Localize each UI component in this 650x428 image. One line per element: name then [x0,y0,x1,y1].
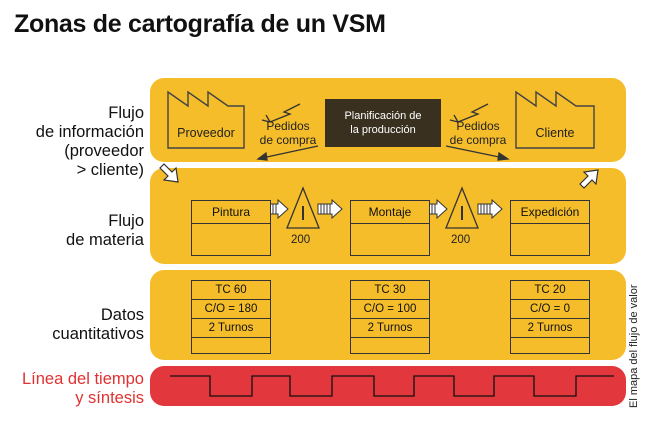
push-arrow-icon [477,198,503,220]
orders-left-label: Pedidos de compra [252,119,324,147]
label-line: cuantitativos [52,325,144,343]
orders-line: Pedidos [266,119,310,133]
data-cell: C/O = 100 [351,300,429,319]
data-cell: TC 20 [511,281,589,300]
data-box: TC 30 C/O = 100 2 Turnos [350,280,430,354]
data-cell: 2 Turnos [192,319,270,338]
data-cell: C/O = 0 [511,300,589,319]
label-line: Línea del tiempo [21,370,144,388]
label-line: y síntesis [75,389,144,407]
label-line: de información [35,123,144,141]
planning-line: Planificación de [344,110,422,122]
label-material-flow: Flujo de materia [66,212,144,250]
label-line: Flujo [108,212,144,230]
label-line: > cliente) [76,161,144,179]
data-cell: TC 30 [351,281,429,300]
shipment-in-arrow-icon [159,163,179,183]
page-title: Zonas de cartografía de un VSM [14,10,386,38]
timeline-line [170,375,614,397]
label-line: Flujo [108,104,144,122]
manual-info-arrow-right [445,145,510,161]
orders-line: de compra [449,133,507,147]
data-cell: C/O = 180 [192,300,270,319]
label-line: de materia [66,231,144,249]
label-line: (proveedor [64,142,144,160]
supplier-factory-icon [167,90,245,149]
electronic-info-arrow-right [449,103,489,123]
production-planning-box: Planificación de la producción [325,99,441,147]
push-arrow-icon [317,198,343,220]
data-cell [351,338,429,356]
data-cell [192,338,270,356]
data-box: TC 20 C/O = 0 2 Turnos [510,280,590,354]
supplier-label: Proveedor [177,126,235,140]
process-box: Expedición [510,200,590,256]
manual-info-arrow-left [256,145,319,161]
band-timeline [150,366,626,406]
orders-line: Pedidos [456,119,500,133]
customer-factory-icon [515,90,595,149]
customer-label: Cliente [535,126,575,140]
shipment-out-arrow-icon [579,169,599,189]
process-name: Expedición [511,201,589,224]
label-info-flow: Flujo de información (proveedor > client… [36,104,144,180]
data-cell [511,338,589,356]
process-box: Montaje [350,200,430,256]
label-line: Datos [100,306,144,324]
process-box: Pintura [191,200,271,256]
data-cell: 2 Turnos [511,319,589,338]
data-cell: TC 60 [192,281,270,300]
orders-line: de compra [259,133,317,147]
inventory-triangle-icon [286,186,320,229]
planning-line: la producción [350,124,416,136]
label-quant-data: Datos cuantitativos [52,306,144,344]
orders-right-label: Pedidos de compra [442,119,514,147]
inventory-count: 200 [451,234,471,246]
label-timeline: Línea del tiempo y síntesis [22,370,144,408]
process-name: Montaje [351,201,429,224]
data-box: TC 60 C/O = 180 2 Turnos [191,280,271,354]
data-cell: 2 Turnos [351,319,429,338]
process-name: Pintura [192,201,270,224]
inventory-count: 200 [291,234,311,246]
electronic-info-arrow-left [261,103,301,123]
inventory-triangle-icon [445,186,479,229]
